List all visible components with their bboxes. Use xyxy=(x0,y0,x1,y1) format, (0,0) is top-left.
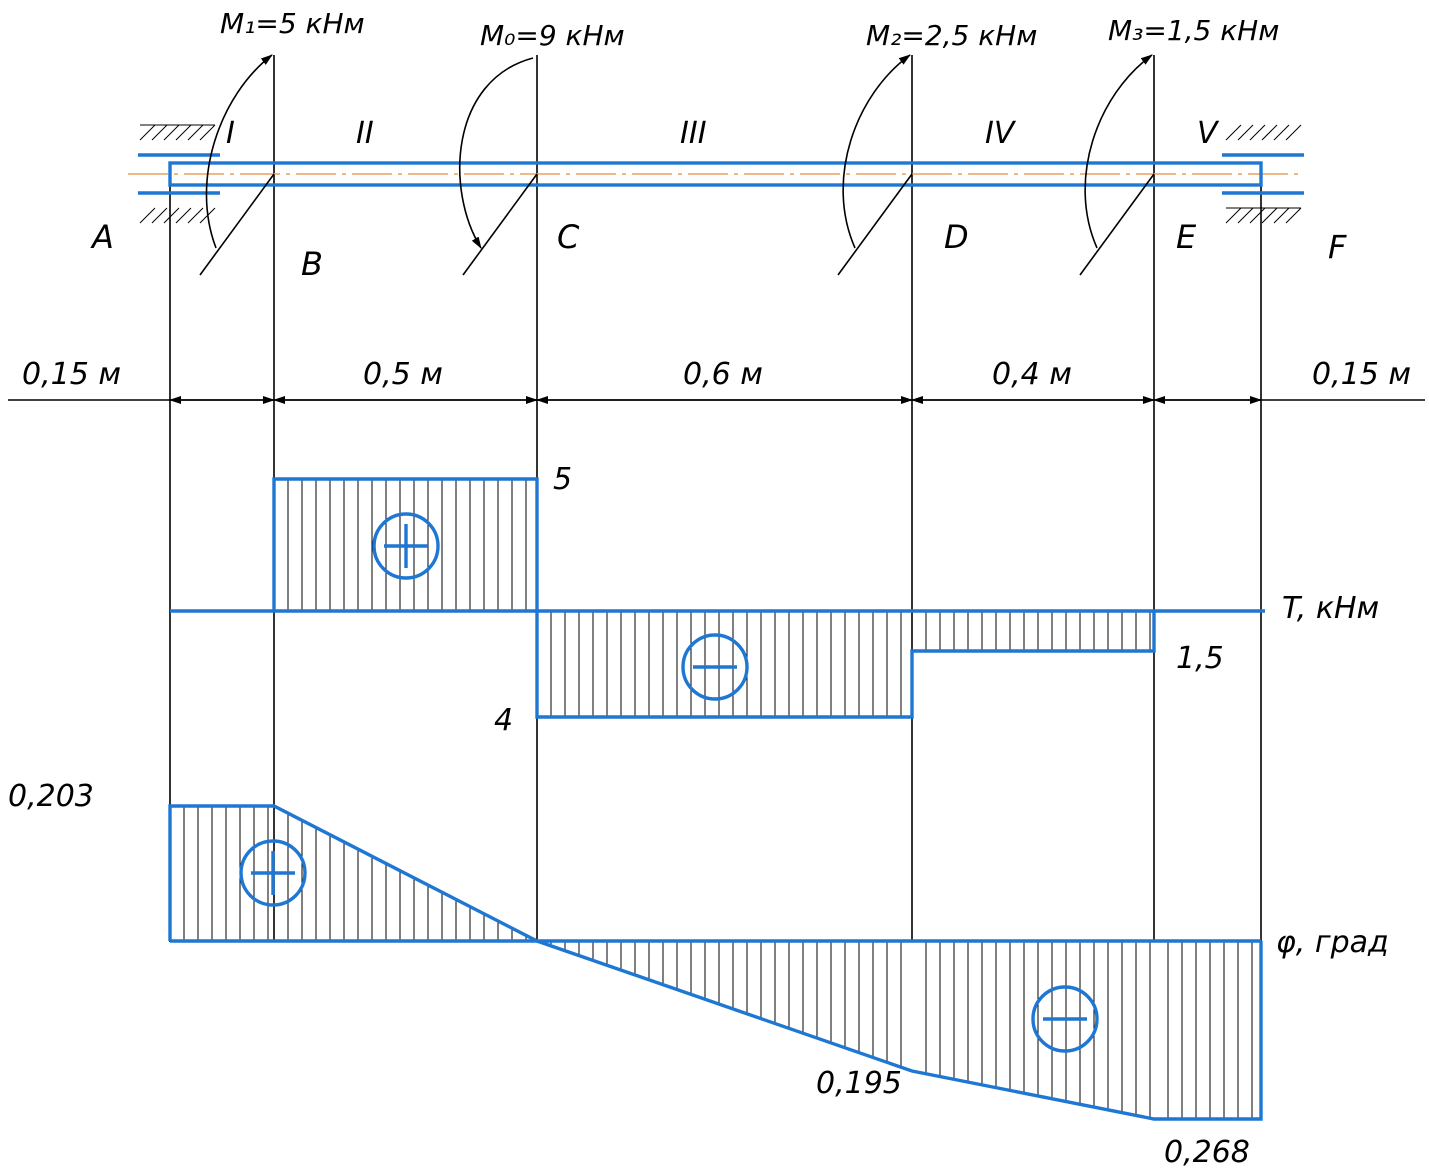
dimension-label-5: 0,15 м xyxy=(1312,357,1411,392)
section-label-5: V xyxy=(1197,116,1220,151)
torque-diagram xyxy=(170,477,1265,719)
angle-negative-sign xyxy=(1031,985,1099,1053)
torque-positive-sign xyxy=(372,512,440,580)
point-label-b: B xyxy=(301,245,323,283)
moment-label-m2: M₂=2,5 кНм xyxy=(866,19,1037,52)
torque-hatch xyxy=(287,479,1151,717)
dimension-label-2: 0,5 м xyxy=(363,357,443,392)
torque-negative-sign xyxy=(681,633,749,701)
moment-label-m3: M₃=1,5 кНм xyxy=(1108,14,1279,47)
angle-value-label-a: 0,203 xyxy=(8,779,94,814)
torque-value-label-cd: 4 xyxy=(494,703,513,738)
point-label-a: A xyxy=(90,218,114,256)
point-label-f: F xyxy=(1328,228,1347,266)
shaft xyxy=(128,161,1304,187)
section-label-4: IV xyxy=(985,116,1017,151)
section-label-1: I xyxy=(226,116,235,151)
dimension-label-4: 0,4 м xyxy=(992,357,1072,392)
moment-symbols xyxy=(199,54,1155,276)
torque-value-label-de: 1,5 xyxy=(1176,641,1224,676)
point-label-d: D xyxy=(944,218,969,256)
moment-label-m1: M₁=5 кНм xyxy=(220,7,365,40)
angle-hatch xyxy=(183,806,1253,1119)
section-label-3: III xyxy=(680,116,707,151)
extension-lines xyxy=(169,55,1262,942)
moment-m0 xyxy=(459,57,538,276)
right-support xyxy=(1222,124,1304,224)
shaft-body xyxy=(168,161,1263,187)
dimension-label-3: 0,6 м xyxy=(683,357,763,392)
angle-value-label-d: 0,195 xyxy=(816,1066,902,1101)
angle-diagram xyxy=(168,804,1263,1121)
moment-m3 xyxy=(1079,54,1155,276)
moment-m1 xyxy=(199,54,275,276)
angle-value-label-e: 0,268 xyxy=(1164,1135,1250,1170)
point-label-e: E xyxy=(1176,218,1197,256)
moment-label-m0: M₀=9 кНм xyxy=(480,19,625,52)
angle-positive-sign xyxy=(239,839,307,907)
torque-outline xyxy=(272,477,1156,719)
point-label-c: C xyxy=(557,218,580,256)
dimension-label-1: 0,15 м xyxy=(22,357,121,392)
moment-m2 xyxy=(837,54,913,276)
torque-value-label-bc: 5 xyxy=(553,462,572,497)
torque-axis-label: T, кНм xyxy=(1282,591,1379,626)
section-label-2: II xyxy=(356,116,374,151)
angle-outline xyxy=(168,804,1263,1121)
angle-axis-label: φ, град xyxy=(1276,925,1389,960)
